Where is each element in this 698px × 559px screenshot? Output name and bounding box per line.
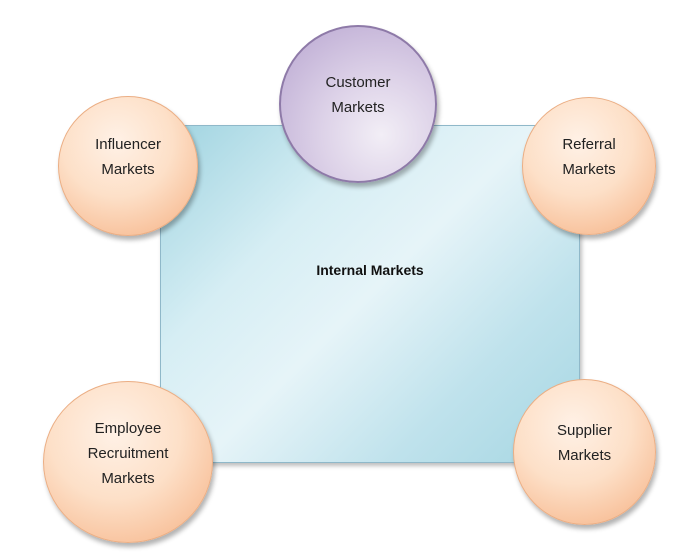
employee-recruitment-markets-node: Employee Recruitment Markets <box>43 381 213 543</box>
supplier-markets-node: Supplier Markets <box>513 379 656 525</box>
customer-markets-label: Customer Markets <box>325 74 391 116</box>
referral-markets-label: Referral Markets <box>562 136 616 178</box>
customer-markets-node: Customer Markets <box>279 25 437 183</box>
supplier-markets-label: Supplier Markets <box>556 422 613 464</box>
referral-markets-node: Referral Markets <box>522 97 656 235</box>
influencer-markets-label: Influencer Markets <box>95 136 161 178</box>
internal-markets-label: Internal Markets <box>316 262 424 278</box>
employee-recruitment-markets-label: Employee Recruitment Markets <box>87 419 169 487</box>
influencer-markets-node: Influencer Markets <box>58 96 198 236</box>
